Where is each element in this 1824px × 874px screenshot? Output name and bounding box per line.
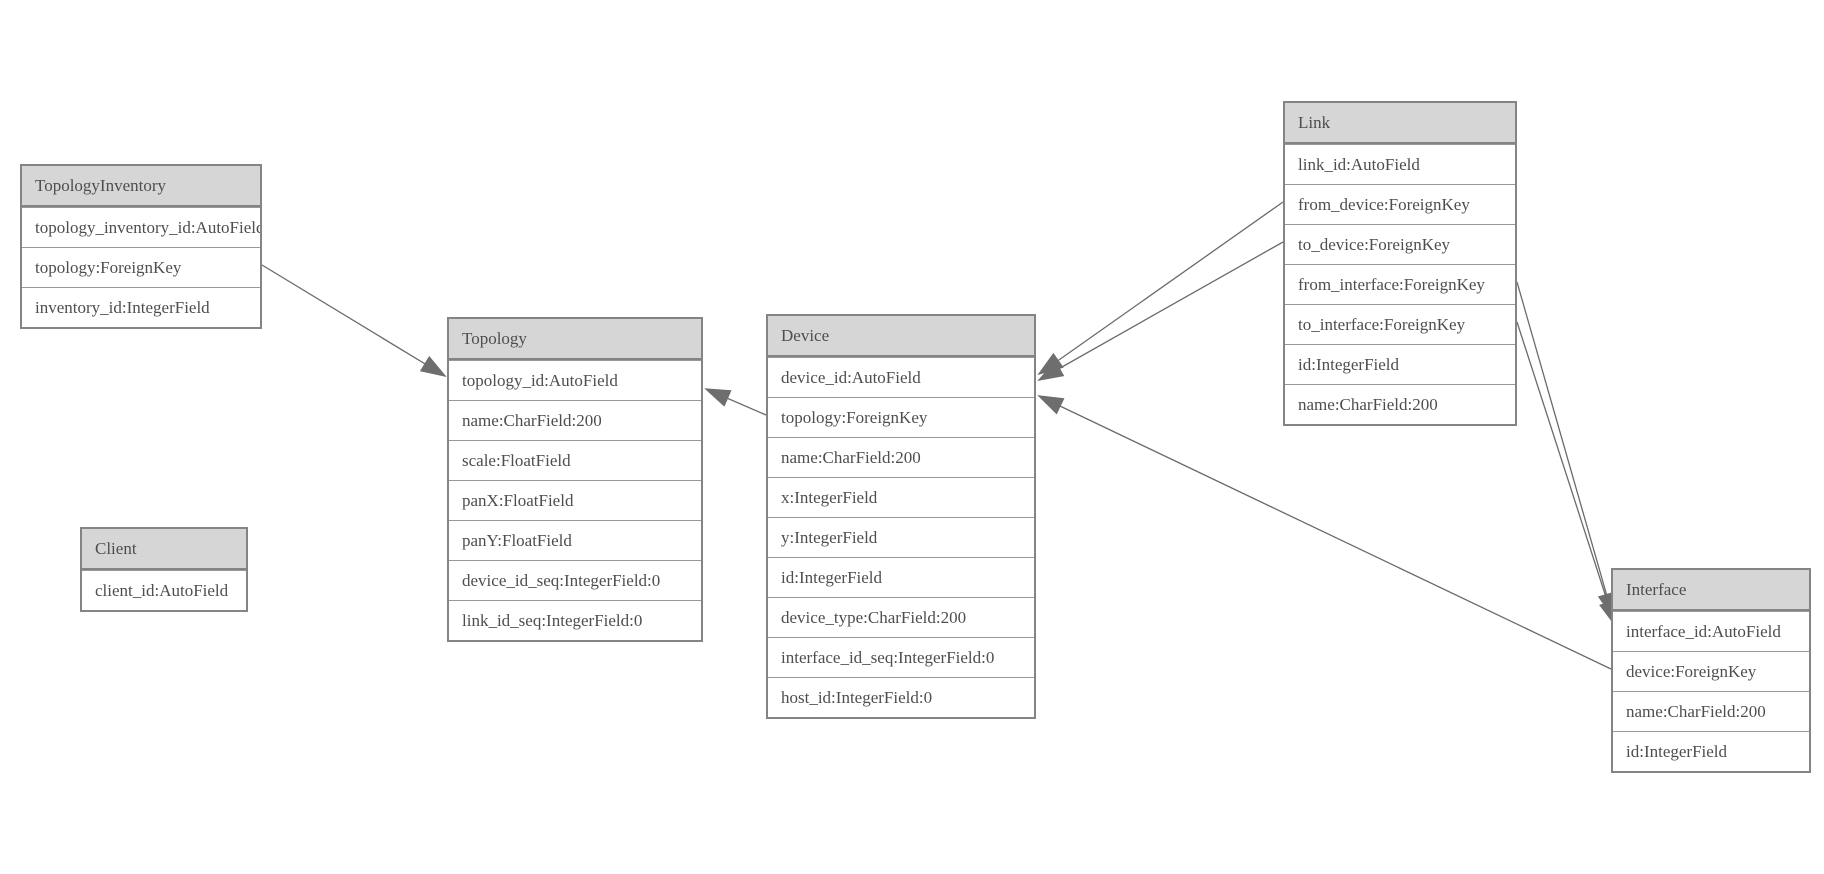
entity-title-client: Client: [82, 529, 246, 570]
topology-field-name: name:CharField:200: [449, 400, 701, 440]
topology-field-scale: scale:FloatField: [449, 440, 701, 480]
client-field-client_id: client_id:AutoField: [82, 570, 246, 610]
link-field-id: id:IntegerField: [1285, 344, 1515, 384]
interface-field-device: device:ForeignKey: [1613, 651, 1809, 691]
device-field-y: y:IntegerField: [768, 517, 1034, 557]
topology-field-topology_id: topology_id:AutoField: [449, 360, 701, 400]
device-field-topology: topology:ForeignKey: [768, 397, 1034, 437]
interface-field-name: name:CharField:200: [1613, 691, 1809, 731]
link-field-from_interface: from_interface:ForeignKey: [1285, 264, 1515, 304]
entity-title-topology: Topology: [449, 319, 701, 360]
link-field-name: name:CharField:200: [1285, 384, 1515, 424]
device-field-name: name:CharField:200: [768, 437, 1034, 477]
interface-field-interface_id: interface_id:AutoField: [1613, 611, 1809, 651]
entity-title-interface: Interface: [1613, 570, 1809, 611]
relation-topologyinventory-topology: [261, 264, 447, 378]
entity-title-topology-inventory: TopologyInventory: [22, 166, 260, 207]
relation-link-from-device: [1037, 201, 1284, 376]
entity-title-device: Device: [768, 316, 1034, 357]
topology-field-panX: panX:FloatField: [449, 480, 701, 520]
topology-inventory-field-topology: topology:ForeignKey: [22, 247, 260, 287]
entity-title-link: Link: [1285, 103, 1515, 144]
relation-device-topology: [704, 388, 767, 416]
topology-field-panY: panY:FloatField: [449, 520, 701, 560]
link-field-to_interface: to_interface:ForeignKey: [1285, 304, 1515, 344]
link-field-link_id: link_id:AutoField: [1285, 144, 1515, 184]
device-field-interface_id_seq: interface_id_seq:IntegerField:0: [768, 637, 1034, 677]
device-field-host_id: host_id:IntegerField:0: [768, 677, 1034, 717]
relation-interface-device: [1037, 395, 1612, 670]
relation-link-to-device: [1037, 241, 1284, 381]
link-field-to_device: to_device:ForeignKey: [1285, 224, 1515, 264]
device-field-device_type: device_type:CharField:200: [768, 597, 1034, 637]
topology-field-device_id_seq: device_id_seq:IntegerField:0: [449, 560, 701, 600]
topology-inventory-field-topology_inventory_id: topology_inventory_id:AutoField: [22, 207, 260, 247]
relation-link-to-interface: [1516, 321, 1617, 627]
device-field-device_id: device_id:AutoField: [768, 357, 1034, 397]
link-field-from_device: from_device:ForeignKey: [1285, 184, 1515, 224]
relation-link-from-interface: [1516, 281, 1616, 619]
topology-inventory-field-inventory_id: inventory_id:IntegerField: [22, 287, 260, 327]
device-field-x: x:IntegerField: [768, 477, 1034, 517]
device-field-id: id:IntegerField: [768, 557, 1034, 597]
topology-field-link_id_seq: link_id_seq:IntegerField:0: [449, 600, 701, 640]
interface-field-id: id:IntegerField: [1613, 731, 1809, 771]
